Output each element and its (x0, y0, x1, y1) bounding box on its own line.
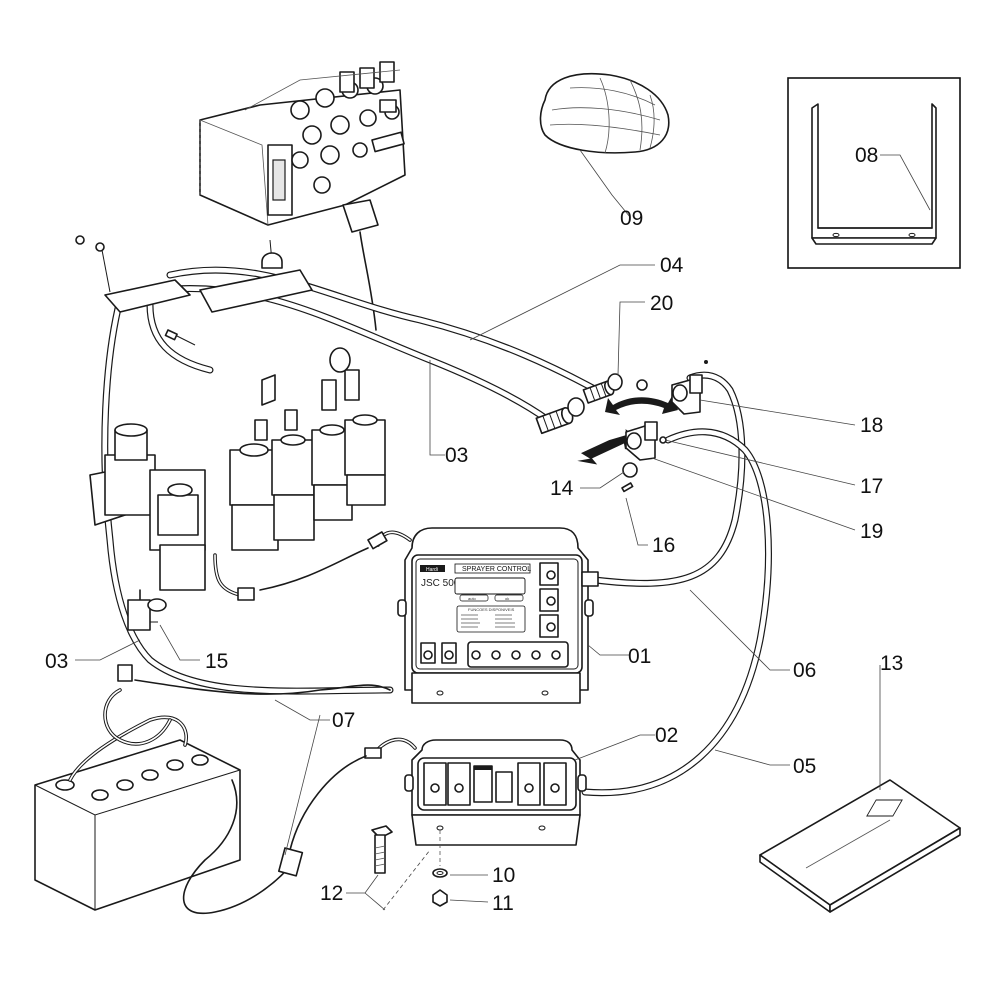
sprayer-control-monitor: Hardi SPRAYER CONTROL JSC 5000 auto ok F… (259, 527, 599, 704)
toggle-switch[interactable] (511, 650, 521, 660)
monitor-button-auto[interactable] (459, 594, 489, 602)
callout-01: 01 (628, 645, 651, 668)
callout-03-lower: 03 (45, 650, 68, 673)
callout-09: 09 (620, 207, 643, 230)
callout-11: 11 (492, 892, 514, 915)
solenoid-valve-bank (89, 347, 386, 631)
toggle-switch[interactable] (471, 650, 481, 660)
connect-arrow-lower (577, 429, 640, 465)
cover-bag (539, 72, 670, 154)
toggle-switch[interactable] (430, 783, 440, 793)
bolt-12 (371, 825, 393, 874)
monitor-button-ok[interactable] (494, 594, 524, 602)
callout-18: 18 (860, 414, 883, 437)
toggle-switch[interactable] (546, 570, 556, 580)
monitor-knob-right (584, 599, 594, 617)
battery (34, 664, 391, 915)
callout-labels: 09 08 04 20 03 18 17 19 14 16 15 03 01 0… (45, 144, 903, 915)
callout-02: 02 (655, 724, 678, 747)
callout-12: 12 (320, 882, 343, 905)
callout-15: 15 (205, 650, 228, 673)
toggle-switch[interactable] (551, 650, 561, 660)
mounting-hardware (371, 825, 448, 907)
callout-19: 19 (860, 520, 883, 543)
toggle-switch[interactable] (550, 783, 560, 793)
monitor-brand: Hardi (426, 567, 438, 573)
callout-04: 04 (660, 254, 684, 277)
boom-control-box (289, 737, 587, 851)
toggle-switch[interactable] (491, 650, 501, 660)
monitor-title: SPRAYER CONTROL (462, 566, 531, 573)
nut-11 (432, 889, 448, 907)
connector-cap-15 (147, 598, 167, 623)
toggle-switch[interactable] (546, 596, 556, 606)
monitor-knob-left (397, 599, 407, 617)
monitor-info-panel (456, 605, 526, 633)
svg-text:FUNCOES DISPONIVEIS: FUNCOES DISPONIVEIS (468, 607, 515, 612)
callout-06: 06 (793, 659, 816, 682)
callout-08: 08 (855, 144, 878, 167)
toggle-switch[interactable] (546, 622, 556, 632)
callout-05: 05 (793, 755, 816, 778)
toggle-switch[interactable] (423, 650, 433, 660)
toggle-switch[interactable] (444, 650, 454, 660)
instruction-manual (759, 779, 961, 913)
toggle-switch[interactable] (531, 650, 541, 660)
svg-text:auto: auto (468, 596, 477, 601)
mounting-bracket-inset (787, 77, 961, 269)
callout-03-upper: 03 (445, 444, 468, 467)
callout-07: 07 (332, 709, 355, 732)
leader-lines (75, 149, 931, 911)
connector-cap-14 (622, 462, 638, 478)
callout-10: 10 (492, 864, 515, 887)
washer-10 (432, 868, 448, 878)
callout-16: 16 (652, 534, 675, 557)
connector-cap-20 (607, 373, 623, 391)
callout-17: 17 (860, 475, 883, 498)
callout-14: 14 (550, 477, 574, 500)
toggle-switch[interactable] (454, 783, 464, 793)
connect-arrow-upper (605, 396, 678, 415)
monitor-display (454, 577, 526, 595)
connector-assembly (535, 360, 708, 493)
harness-mount (75, 235, 313, 346)
socket-bracket-18 (671, 360, 708, 415)
toggle-switch[interactable] (524, 783, 534, 793)
monitor-bottom-switches (420, 641, 569, 668)
connector-cap-14-loose (567, 397, 585, 417)
callout-13: 13 (880, 652, 903, 675)
pump-valve-assembly (199, 61, 406, 331)
callout-20: 20 (650, 292, 673, 315)
socket-bracket-19 (625, 421, 667, 461)
monitor-side-switches (539, 562, 559, 638)
svg-text:ok: ok (505, 596, 509, 601)
monitor-model: JSC 5000 (421, 578, 465, 589)
